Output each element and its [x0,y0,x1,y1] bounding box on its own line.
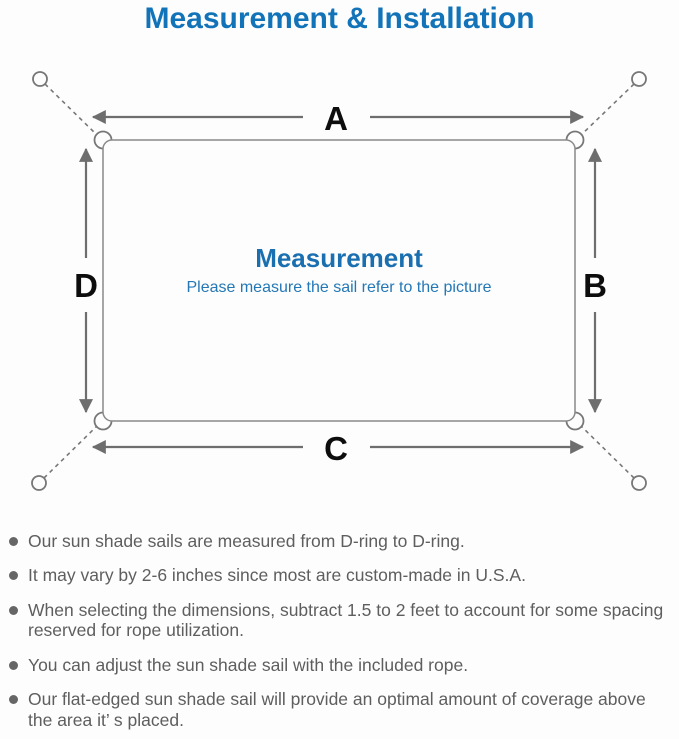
corner-guy-lines [43,83,635,479]
bullet-icon [9,537,18,546]
dimension-label-b: B [583,267,607,304]
bullet-icon [9,571,18,581]
bullet-icon [9,695,18,705]
note-text: Our flat-edged sun shade sail will provi… [28,689,646,730]
guy-line-bottom-left [43,423,100,479]
anchor-ring-icon [631,475,647,491]
guy-line-top-right [578,83,635,138]
dimension-label-a: A [324,100,348,137]
list-item: You can adjust the sun shade sail with t… [9,655,666,675]
list-item: Our flat-edged sun shade sail will provi… [9,689,666,730]
anchor-rings [31,71,647,491]
note-text: When selecting the dimensions, subtract … [28,599,664,641]
guy-line-top-left [44,83,100,138]
note-text: It may vary by 2-6 inches since most are… [28,565,526,586]
list-item: It may vary by 2-6 inches since most are… [9,565,666,585]
measurement-diagram: Measurement Please measure the sail refe… [31,71,647,491]
list-item: When selecting the dimensions, subtract … [9,600,666,641]
page-title: Measurement & Installation [144,2,535,35]
sail-rectangle [102,139,576,422]
anchor-ring-icon [31,475,47,491]
anchor-ring-icon [631,71,647,87]
dimension-label-c: C [324,430,348,467]
diagram-subtitle: Please measure the sail refer to the pic… [186,279,491,296]
anchor-ring-icon [32,71,48,87]
dimension-arrows [79,110,602,454]
notes-list: Our sun shade sails are measured from D-… [9,531,666,739]
bullet-icon [9,660,18,670]
guy-line-bottom-right [578,423,635,479]
note-text: You can adjust the sun shade sail with t… [28,654,469,675]
diagram-heading: Measurement [255,243,423,273]
dimension-label-d: D [74,267,98,304]
bullet-icon [9,605,18,615]
list-item: Our sun shade sails are measured from D-… [9,531,666,551]
note-text: Our sun shade sails are measured from D-… [28,531,465,551]
